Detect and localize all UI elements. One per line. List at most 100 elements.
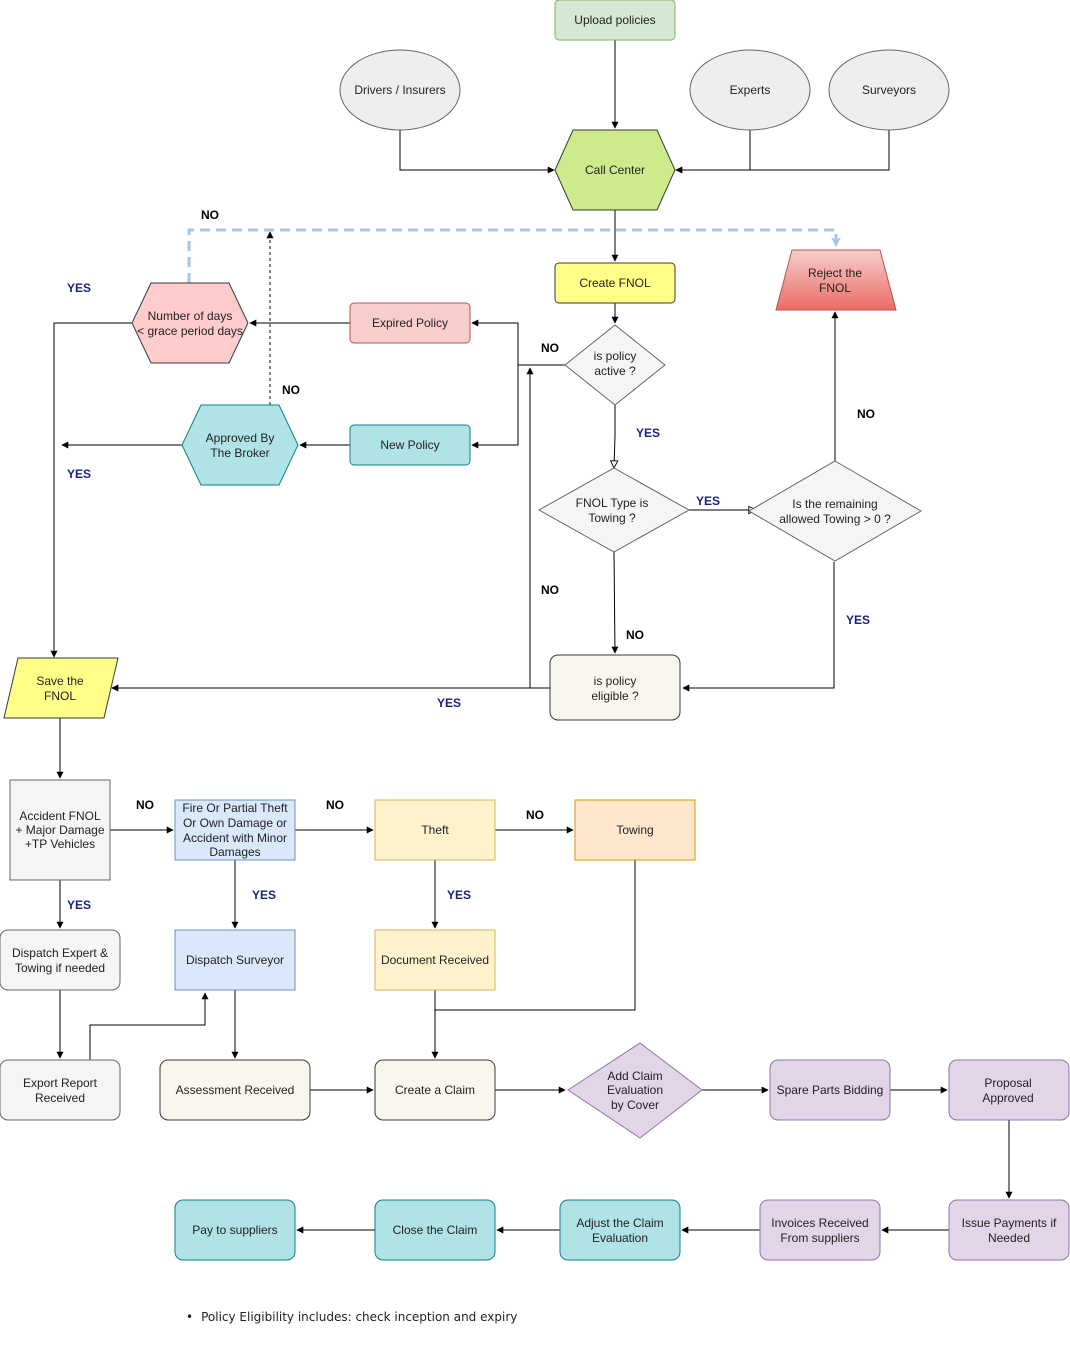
node-label: Assessment Received: [176, 1083, 295, 1097]
node-label: Accident FNOL+ Major Damage+TP Vehicles: [15, 809, 104, 851]
node-dispatch-expert[interactable]: Dispatch Expert &Towing if needed: [0, 929, 121, 991]
node-accident-fnol[interactable]: Accident FNOL+ Major Damage+TP Vehicles: [9, 779, 111, 881]
edge-grace-save: [50, 322, 133, 658]
node-label: Surveyors: [862, 83, 916, 97]
node-label: Pay to suppliers: [192, 1223, 277, 1237]
nodes: Upload policies Drivers / Insurers Exper…: [0, 0, 1070, 1261]
node-label: Call Center: [585, 163, 645, 177]
node-label: Drivers / Insurers: [354, 83, 445, 97]
label-no-policy-active: NO: [541, 341, 559, 355]
node-label: Upload policies: [574, 13, 655, 27]
label-yes-fnol-towing: YES: [696, 494, 720, 508]
node-label: Create a Claim: [395, 1083, 475, 1097]
label-yes-fire: YES: [252, 888, 276, 902]
node-close-claim[interactable]: Close the Claim: [374, 1199, 496, 1261]
node-upload-policies[interactable]: Upload policies: [554, 0, 676, 41]
edge-eligible-loop-no: [526, 367, 550, 689]
label-yes-broker: YES: [67, 467, 91, 481]
footnote-bullet: •: [186, 1310, 194, 1324]
node-label: Expired Policy: [372, 316, 448, 330]
label-no-eligible-loop: NO: [541, 583, 559, 597]
node-create-fnol[interactable]: Create FNOL: [554, 262, 676, 304]
node-label: Dispatch Expert &Towing if needed: [12, 946, 108, 975]
node-label: Document Received: [381, 953, 489, 967]
edge-remaining-eligible: [682, 562, 835, 692]
edge-export-dispatchsurveyor: [89, 992, 209, 1060]
node-create-claim[interactable]: Create a Claim: [374, 1059, 496, 1121]
node-document-received[interactable]: Document Received: [374, 929, 496, 991]
edge-drivers-callcenter: [399, 130, 555, 174]
node-call-center[interactable]: Call Center: [554, 129, 676, 211]
node-grace-period[interactable]: Number of days< grace period days: [131, 282, 249, 364]
edge-fnoltowing-eligible: [611, 551, 619, 654]
label-no-fire: NO: [326, 798, 344, 812]
node-label: Close the Claim: [393, 1223, 478, 1237]
label-yes-theft: YES: [447, 888, 471, 902]
label-yes-accident: YES: [67, 898, 91, 912]
node-surveyors[interactable]: Surveyors: [828, 49, 950, 131]
label-yes-eligible: YES: [437, 696, 461, 710]
node-assessment-received[interactable]: Assessment Received: [159, 1059, 311, 1121]
node-theft[interactable]: Theft: [374, 799, 496, 861]
node-label: Dispatch Surveyor: [186, 953, 284, 967]
node-label: Theft: [421, 823, 449, 837]
edge-experts-callcenter: [675, 130, 751, 174]
label-no-accident: NO: [136, 798, 154, 812]
node-new-policy[interactable]: New Policy: [349, 424, 471, 466]
node-label: New Policy: [380, 438, 439, 452]
edge-policyactive-fnoltowing: [614, 405, 615, 468]
node-label: Towing: [616, 823, 653, 837]
edges: [50, 40, 1013, 1234]
node-label: Number of days< grace period days: [137, 309, 243, 338]
node-spare-parts-bidding[interactable]: Spare Parts Bidding: [769, 1059, 891, 1121]
node-towing[interactable]: Towing: [574, 799, 696, 861]
node-pay-suppliers[interactable]: Pay to suppliers: [174, 1199, 296, 1261]
label-no-broker: NO: [282, 383, 300, 397]
node-label: Spare Parts Bidding: [777, 1083, 884, 1097]
edge-surveyors-callcenter: [750, 130, 890, 171]
label-yes-grace: YES: [67, 281, 91, 295]
edge-policyactive-expired: [471, 319, 565, 366]
node-label: Create FNOL: [579, 276, 651, 290]
node-expired-policy[interactable]: Expired Policy: [349, 302, 471, 344]
node-label: Experts: [730, 83, 771, 97]
node-dispatch-surveyor[interactable]: Dispatch Surveyor: [174, 929, 296, 991]
footnote: • Policy Eligibility includes: check ince…: [186, 1310, 525, 1324]
edge-policyactive-newpolicy: [471, 365, 519, 449]
label-no-dashed-top: NO: [201, 208, 219, 222]
node-experts[interactable]: Experts: [689, 49, 811, 131]
footnote-text: Policy Eligibility includes: check incep…: [201, 1310, 518, 1324]
label-no-fnol-towing: NO: [626, 628, 644, 642]
edge-labels: NO YES NO NO YES YES NO YES NO NO YES YE…: [67, 208, 875, 912]
node-drivers-insurers[interactable]: Drivers / Insurers: [339, 49, 461, 131]
